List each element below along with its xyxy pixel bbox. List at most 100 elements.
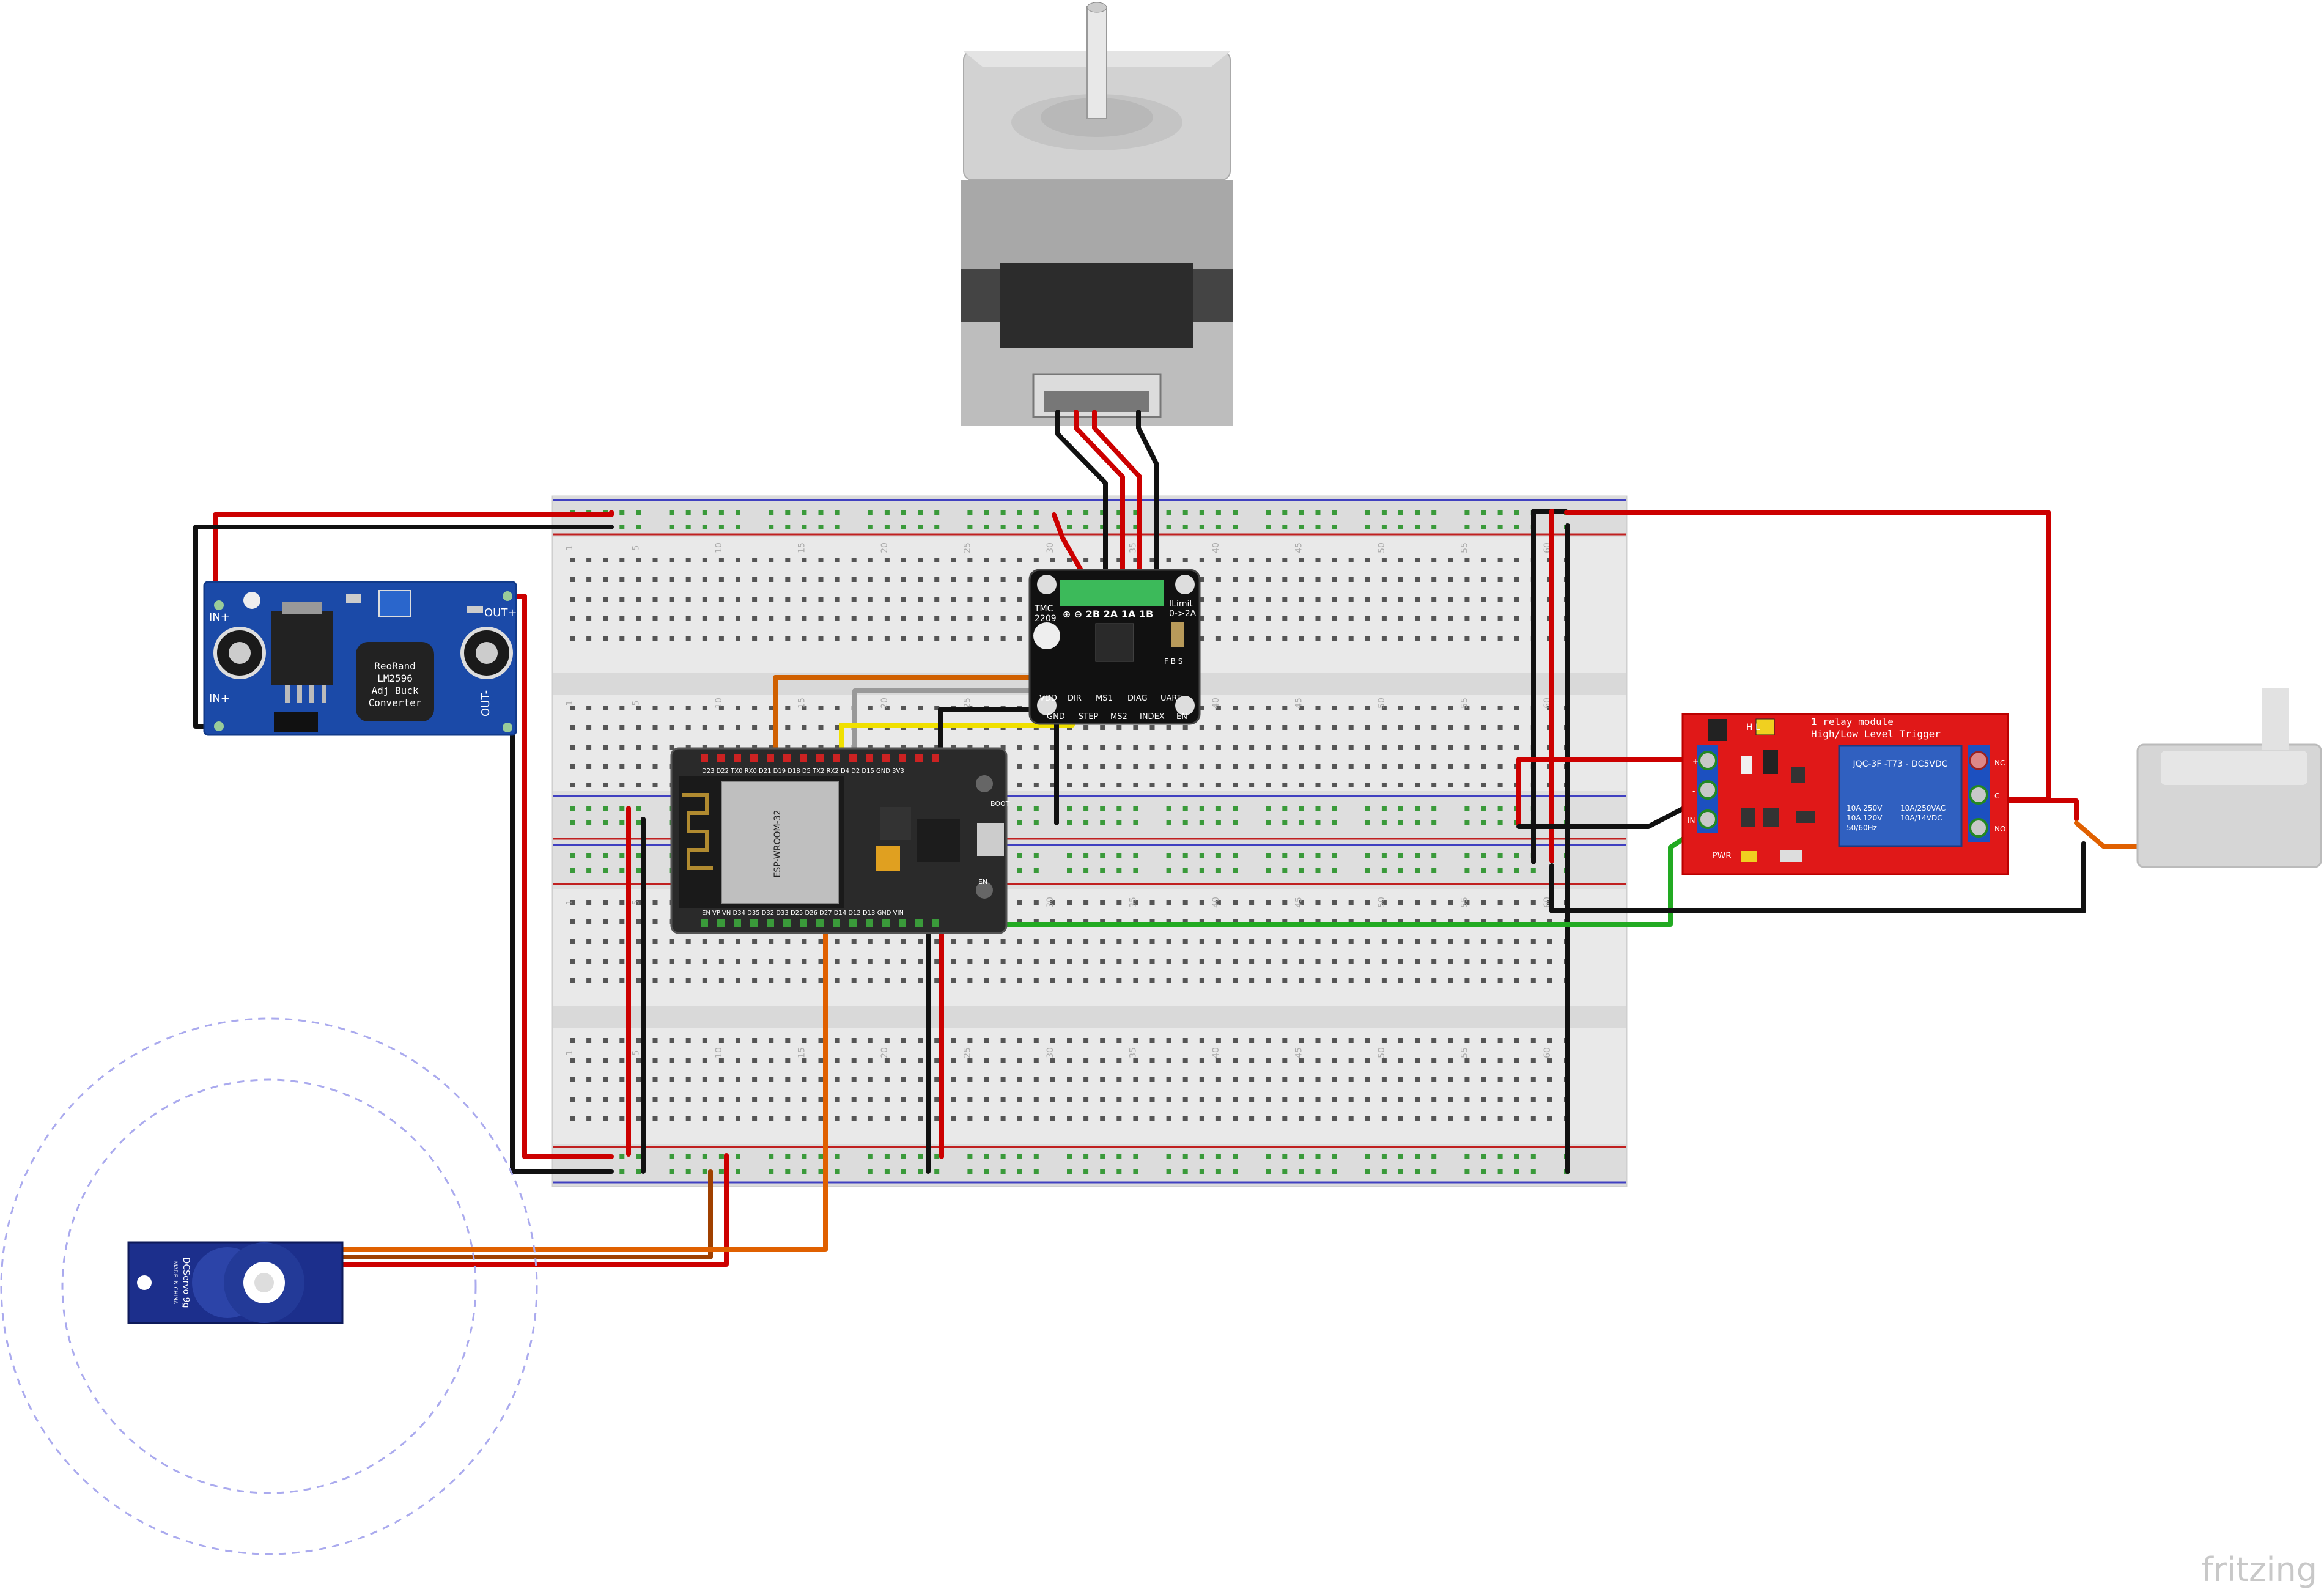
breadboard-column-number: 15: [797, 1047, 806, 1058]
breadboard-hole: [951, 577, 956, 582]
breadboard-hole: [1100, 725, 1105, 730]
breadboard-hole: [1233, 725, 1238, 730]
breadboard-hole: [1448, 725, 1453, 730]
breadboard-hole: [769, 558, 774, 562]
breadboard-hole: [802, 939, 807, 944]
breadboard-hole: [1000, 1058, 1006, 1063]
breadboard-hole: [901, 1116, 906, 1121]
breadboard-hole: [1133, 1154, 1138, 1159]
breadboard-hole: [1249, 597, 1255, 602]
driver-ilimit-range: 0->2A: [1169, 609, 1197, 619]
breadboard-hole: [1100, 900, 1105, 905]
breadboard-hole: [586, 1077, 592, 1082]
breadboard-hole: [702, 1097, 707, 1102]
breadboard-hole: [984, 1169, 989, 1174]
breadboard-hole: [984, 1038, 989, 1043]
breadboard-hole: [1067, 1154, 1072, 1159]
breadboard-hole: [652, 978, 658, 983]
breadboard-hole: [1033, 510, 1039, 515]
breadboard-hole: [918, 1058, 923, 1063]
breadboard-hole: [818, 725, 824, 730]
breadboard-hole: [1464, 853, 1470, 858]
breadboard-hole: [718, 1154, 724, 1159]
breadboard-hole: [769, 577, 774, 582]
breadboard-hole: [1514, 1154, 1519, 1159]
breadboard-hole: [1481, 1038, 1486, 1043]
breadboard-hole: [1033, 868, 1039, 873]
breadboard-hole: [619, 939, 625, 944]
breadboard-hole: [669, 597, 674, 602]
breadboard-hole: [901, 745, 906, 750]
relay-spec-5: 10A/14VDC: [1900, 814, 1942, 822]
breadboard-hole: [1166, 725, 1171, 730]
breadboard-hole: [1133, 853, 1138, 858]
breadboard-hole: [669, 1038, 674, 1043]
breadboard-hole: [1431, 1058, 1437, 1063]
breadboard-hole: [619, 1077, 625, 1082]
breadboard-hole: [1398, 725, 1403, 730]
breadboard-hole: [603, 1058, 608, 1063]
breadboard-hole: [1415, 1116, 1420, 1121]
breadboard-hole: [802, 1058, 807, 1063]
breadboard-hole: [1398, 900, 1403, 905]
breadboard-hole: [1514, 597, 1519, 602]
breadboard-hole: [1481, 900, 1486, 905]
breadboard-hole: [901, 525, 906, 529]
esp32-pin: [734, 754, 741, 762]
breadboard-hole: [1233, 616, 1238, 621]
breadboard-hole: [1266, 868, 1271, 873]
breadboard-hole: [636, 1116, 641, 1121]
breadboard-hole: [1365, 1169, 1370, 1174]
breadboard-hole: [570, 1058, 575, 1063]
breadboard-hole: [802, 1038, 807, 1043]
breadboard-hole: [1464, 725, 1470, 730]
breadboard-hole: [1233, 868, 1238, 873]
breadboard-hole: [702, 577, 707, 582]
breadboard-hole: [1017, 577, 1022, 582]
breadboard-hole: [984, 1154, 989, 1159]
breadboard-hole: [967, 939, 973, 944]
breadboard-hole: [685, 577, 691, 582]
breadboard-hole: [1249, 900, 1255, 905]
breadboard-hole: [1282, 745, 1288, 750]
breadboard-hole: [1249, 1038, 1255, 1043]
breadboard-hole: [918, 978, 923, 983]
breadboard-hole: [1282, 900, 1288, 905]
breadboard-hole: [1431, 1169, 1437, 1174]
breadboard-hole: [1497, 868, 1503, 873]
breadboard-hole: [802, 745, 807, 750]
breadboard-hole: [1017, 636, 1022, 641]
breadboard-hole: [1497, 959, 1503, 964]
breadboard-hole: [1050, 978, 1055, 983]
breadboard-hole: [785, 577, 791, 582]
breadboard-hole: [1233, 706, 1238, 710]
breadboard-hole: [1199, 725, 1204, 730]
breadboard-hole: [718, 616, 724, 621]
breadboard-hole: [586, 806, 592, 811]
breadboard-hole: [1332, 510, 1337, 515]
breadboard-hole: [1083, 525, 1089, 529]
breadboard-hole: [1431, 806, 1437, 811]
breadboard-hole: [718, 636, 724, 641]
breadboard-hole: [918, 558, 923, 562]
breadboard-hole: [1166, 1097, 1171, 1102]
breadboard-column-number: 55: [1459, 1047, 1469, 1058]
breadboard-hole: [1398, 764, 1403, 769]
breadboard-hole: [1464, 525, 1470, 529]
breadboard-hole: [918, 745, 923, 750]
breadboard-hole: [1431, 1116, 1437, 1121]
breadboard-hole: [785, 725, 791, 730]
breadboard-hole: [1448, 900, 1453, 905]
breadboard-hole: [1431, 978, 1437, 983]
esp32-pin: [734, 919, 741, 927]
breadboard-hole: [851, 558, 857, 562]
breadboard-hole: [1315, 1169, 1321, 1174]
breadboard-hole: [835, 978, 840, 983]
breadboard-hole: [1282, 959, 1288, 964]
breadboard-hole: [1282, 853, 1288, 858]
breadboard-hole: [901, 1038, 906, 1043]
breadboard-hole: [1182, 820, 1188, 825]
breadboard-hole: [619, 868, 625, 873]
breadboard-hole: [1464, 1058, 1470, 1063]
breadboard-hole: [1067, 1116, 1072, 1121]
